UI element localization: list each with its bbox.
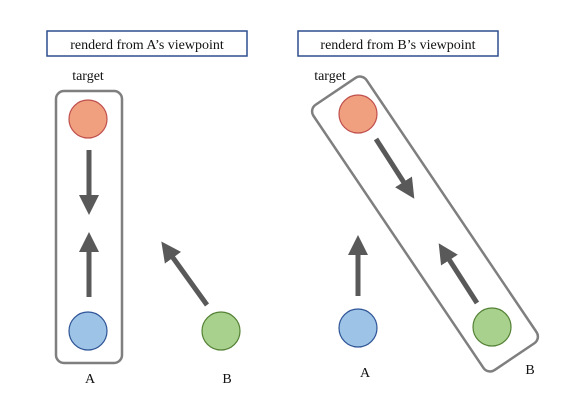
panel-b-viewer-b-node: [472, 307, 512, 347]
panel-b-target-label: target: [314, 69, 346, 84]
panel-b-target-node: [338, 94, 378, 134]
panel-b-target-frame: [310, 75, 540, 373]
panel-b-header-text: renderd from B’s viewpoint: [320, 38, 475, 53]
panel-b-header-box: [297, 30, 499, 57]
panel-b-viewer-a-node: [338, 308, 378, 348]
panel-a-label-a: A: [85, 372, 96, 387]
panel-a-label-b: B: [222, 372, 231, 387]
panel-b-arrow-target-diagonal: [373, 137, 415, 199]
panel-a-viewer-a-node: [68, 311, 108, 351]
panel-a-header-box: [46, 30, 248, 57]
panel-a-target-frame: [54, 89, 124, 365]
panel-b-viewpoint: renderd from B’s viewpoint target A B: [297, 30, 540, 381]
panel-a-header-text: renderd from A’s viewpoint: [70, 38, 224, 53]
panel-a-target-label: target: [72, 69, 104, 84]
panel-a-viewer-b-node: [201, 311, 241, 351]
panel-b-label-a: A: [360, 366, 371, 381]
panel-a-target-node: [68, 99, 108, 139]
panel-b-label-b: B: [525, 363, 534, 378]
panel-a-arrow-b-diagonal: [161, 241, 210, 307]
panel-a-viewpoint: renderd from A’s viewpoint target A B: [46, 30, 248, 387]
panel-b-arrow-b-diagonal: [438, 243, 480, 305]
